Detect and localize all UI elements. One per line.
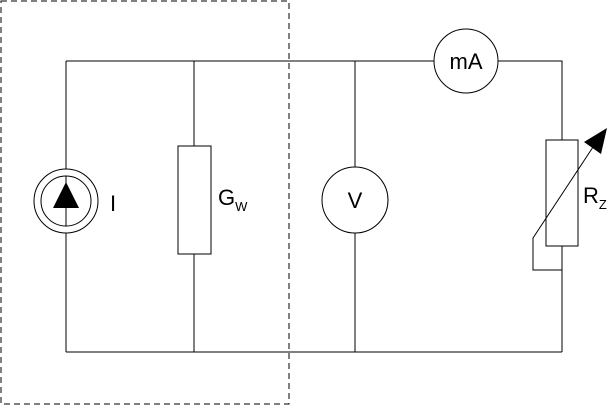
load-label: RZ <box>583 183 607 212</box>
conductance-resistor <box>177 145 212 255</box>
variable-resistor-icon <box>532 128 607 271</box>
top-rail-right <box>498 60 563 140</box>
voltmeter <box>321 166 389 234</box>
conductance-label-main: G <box>218 185 235 210</box>
conductance-label-sub: W <box>235 199 248 214</box>
load-label-sub: Z <box>599 197 607 212</box>
source-enclosure <box>0 0 290 405</box>
load-label-main: R <box>583 183 599 208</box>
ammeter-label: mA <box>450 49 483 74</box>
conductance-label: GW <box>218 185 248 214</box>
current-source-label: I <box>110 191 116 216</box>
ammeter <box>433 28 499 94</box>
load-resistor <box>545 139 579 247</box>
voltmeter-label: V <box>348 188 363 213</box>
current-source-icon <box>33 168 99 234</box>
